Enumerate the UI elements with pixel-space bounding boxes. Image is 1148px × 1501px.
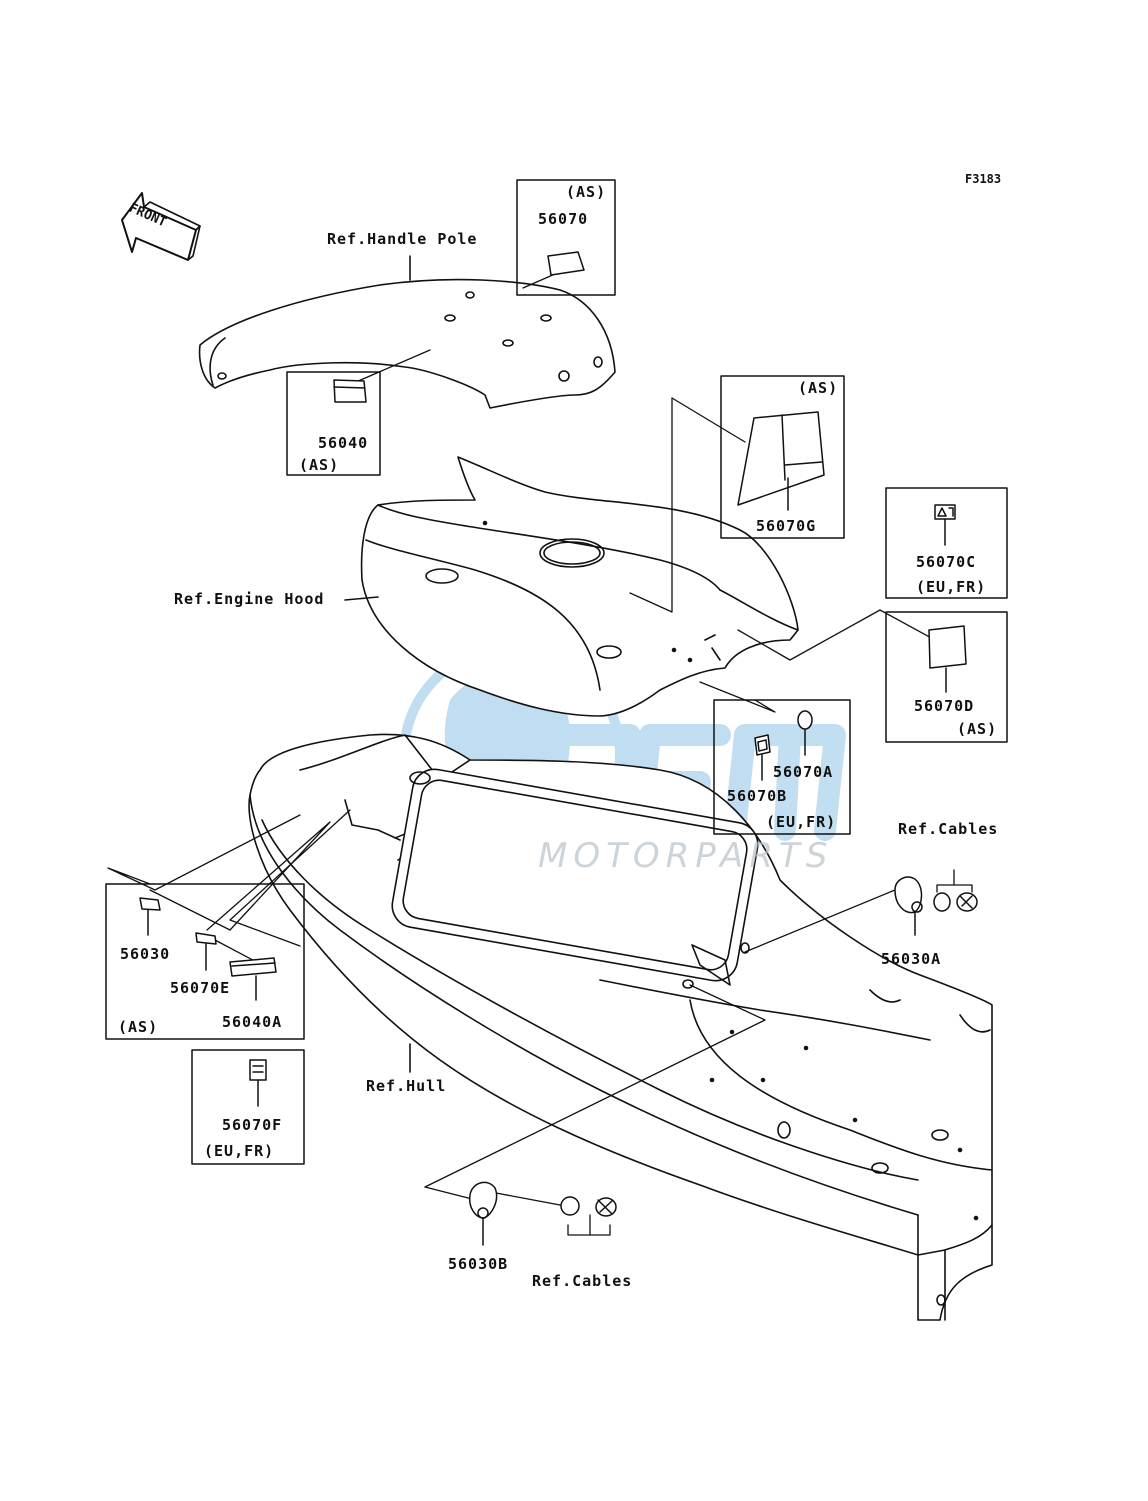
hull <box>248 733 993 1321</box>
decal-56030-icon <box>139 897 161 911</box>
part-56040A-label: 56040A <box>222 1013 283 1031</box>
part-56030A-label: 56030A <box>881 950 942 968</box>
watermark-tagline: MOTORPARTS <box>538 836 834 876</box>
cable-fitting-56030B-icon <box>468 1181 617 1246</box>
part-56040-label: 56040 <box>318 434 369 452</box>
handle-pole-cover <box>198 255 616 409</box>
part-56070G-note: (AS) <box>798 379 839 397</box>
part-56070-label: 56070 <box>538 210 589 228</box>
decal-56070B-icon <box>754 734 771 756</box>
box-left-group <box>105 883 305 1040</box>
ref-cables-bottom-label: Ref.Cables <box>532 1272 633 1290</box>
ref-engine-hood-label: Ref.Engine Hood <box>174 590 325 608</box>
box-56070D <box>885 611 1008 743</box>
box-56070AB <box>713 699 851 835</box>
part-56070B-label: 56070B <box>727 787 788 805</box>
decal-56070D-icon <box>928 625 967 669</box>
box-56070C <box>885 487 1008 599</box>
part-56070C-label: 56070C <box>916 553 977 571</box>
box-56070F <box>191 1049 305 1165</box>
front-arrow-icon <box>121 192 201 261</box>
leader-lines <box>107 262 973 1236</box>
cable-fitting-56030A-icon <box>894 876 978 936</box>
part-56070G-label: 56070G <box>756 517 817 535</box>
decal-56070G-icon <box>737 411 825 506</box>
box-56070G <box>720 375 845 539</box>
left-group-note: (AS) <box>118 1018 159 1036</box>
callout-boxes <box>105 179 1008 1165</box>
part-56070-note: (AS) <box>566 183 607 201</box>
diagram-code: F3183 <box>965 172 1002 186</box>
part-56070A-label: 56070A <box>773 763 834 781</box>
decal-56070A-icon <box>797 710 813 730</box>
decal-56070F-icon <box>249 1059 267 1081</box>
part-56030-label: 56030 <box>120 945 171 963</box>
box-56070 <box>516 179 616 296</box>
decal-56040A-icon <box>229 957 277 977</box>
part-56070C-note: (EU,FR) <box>916 578 987 596</box>
decal-56070E-icon <box>195 932 217 945</box>
part-56040-note: (AS) <box>299 456 340 474</box>
box-56040 <box>286 371 381 476</box>
decal-56040-icon <box>333 379 367 403</box>
part-56070E-label: 56070E <box>170 979 231 997</box>
ref-cables-right-label: Ref.Cables <box>898 820 999 838</box>
part-56070D-note: (AS) <box>957 720 998 738</box>
decal-56070-icon <box>547 251 585 276</box>
decal-icons <box>139 251 967 1107</box>
ref-hull-label: Ref.Hull <box>366 1077 447 1095</box>
decal-56070C-icon <box>934 504 956 520</box>
part-56070F-label: 56070F <box>222 1116 283 1134</box>
part-56070AB-note: (EU,FR) <box>766 813 837 831</box>
part-56070D-label: 56070D <box>914 697 975 715</box>
part-56030B-label: 56030B <box>448 1255 509 1273</box>
engine-hood <box>344 456 799 717</box>
part-56070F-note: (EU,FR) <box>204 1142 275 1160</box>
ref-handle-pole-label: Ref.Handle Pole <box>327 230 478 248</box>
